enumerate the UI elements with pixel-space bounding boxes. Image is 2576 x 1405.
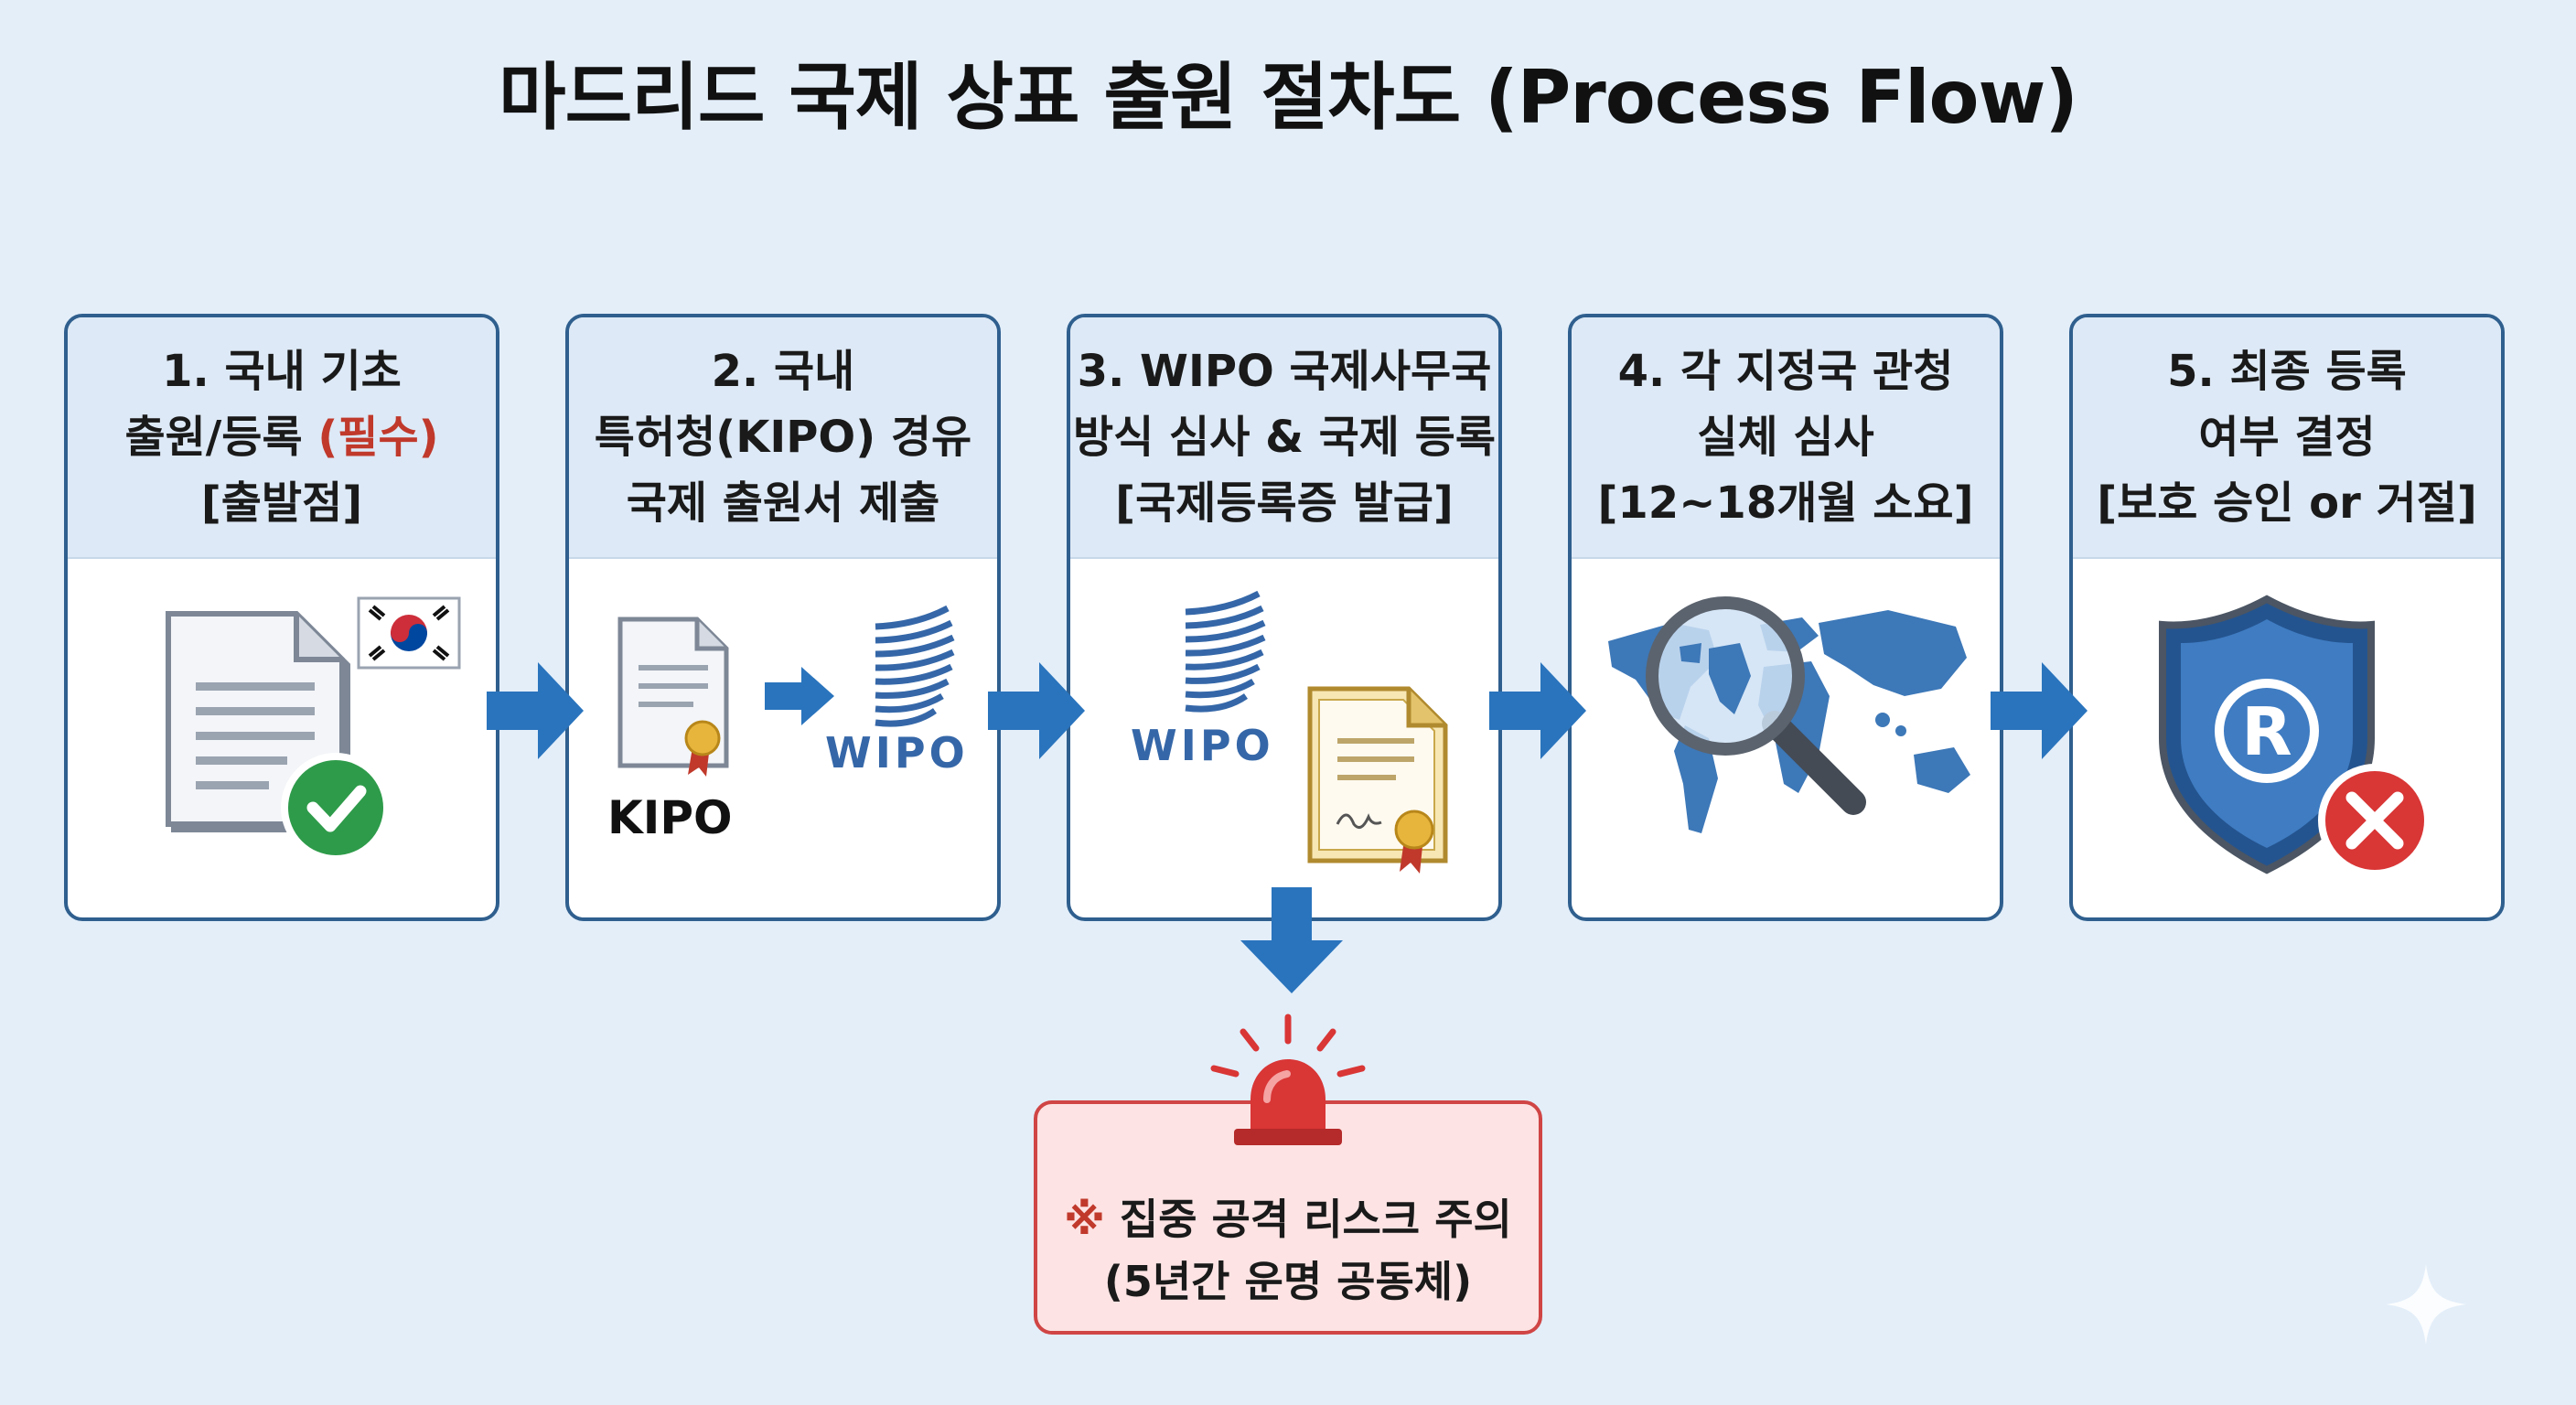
shield-registered-icon: R	[2159, 595, 2375, 874]
flow-arrow-3	[1489, 662, 1586, 759]
korea-flag-icon	[357, 596, 461, 670]
siren-icon	[1210, 1014, 1366, 1145]
wipo-logo-text: WIPO	[1131, 721, 1274, 770]
step-4-line-2: 실체 심사	[1697, 412, 1874, 463]
step-1-line-2: 출원/등록	[124, 412, 318, 463]
step-2-illustration: KIPO WIPO	[569, 559, 997, 917]
step-5-illustration: R	[2073, 559, 2501, 917]
sparkle-icon	[2386, 1264, 2466, 1345]
check-badge-icon	[281, 753, 391, 863]
kipo-logo: KIPO	[607, 791, 733, 844]
magnifier-icon	[1646, 596, 1866, 815]
alert-line-1-text: 집중 공격 리스크 주의	[1119, 1195, 1512, 1244]
step-3-illustration: WIPO	[1070, 559, 1498, 917]
flow-arrow-1	[487, 662, 584, 759]
step-4-card: 4. 각 지정국 관청 실체 심사 [12~18개월 소요]	[1568, 314, 2003, 921]
alert-line-1: ※ 집중 공격 리스크 주의	[1064, 1188, 1512, 1250]
step-4-line-1: 4. 각 지정국 관청	[1617, 346, 1954, 397]
wipo-logo-icon	[875, 605, 955, 727]
certificate-icon	[1307, 686, 1448, 874]
required-label: (필수)	[317, 412, 439, 463]
step-5-line-2: 여부 결정	[2198, 412, 2376, 463]
flow-arrow-2	[988, 662, 1085, 759]
wipo-logo-icon	[1185, 590, 1266, 713]
step-5-header: 5. 최종 등록 여부 결정 [보호 승인 or 거절]	[2073, 317, 2501, 559]
step-2-line-1: 2. 국내	[711, 346, 855, 397]
step-3-line-1: 3. WIPO 국제사무국	[1077, 346, 1492, 397]
step-3-card: 3. WIPO 국제사무국 방식 심사 & 국제 등록 [국제등록증 발급] W…	[1067, 314, 1502, 921]
step-1-line-2-wrap: 출원/등록 (필수)	[124, 404, 438, 470]
reference-mark: ※	[1064, 1195, 1105, 1244]
step-3-header: 3. WIPO 국제사무국 방식 심사 & 국제 등록 [국제등록증 발급]	[1070, 317, 1498, 559]
step-4-illustration	[1572, 559, 2000, 917]
step-1-card: 1. 국내 기초 출원/등록 (필수) [출발점]	[64, 314, 499, 921]
step-2-line-2: 특허청(KIPO) 경유	[594, 412, 972, 463]
step-5-line-1: 5. 최종 등록	[2167, 346, 2407, 397]
step-3-line-2: 방식 심사 & 국제 등록	[1073, 412, 1496, 463]
step-5-line-3: [보호 승인 or 거절]	[2097, 477, 2477, 529]
svg-text:R: R	[2241, 693, 2292, 770]
flow-arrow-down	[1240, 887, 1343, 993]
step-1-illustration	[68, 559, 496, 917]
step-5-card: 5. 최종 등록 여부 결정 [보호 승인 or 거절] R	[2069, 314, 2505, 921]
step-2-card: 2. 국내 특허청(KIPO) 경유 국제 출원서 제출 KIPO	[565, 314, 1001, 921]
arrow-right-icon	[765, 667, 834, 725]
step-3-line-3: [국제등록증 발급]	[1115, 477, 1454, 529]
wipo-logo-text: WIPO	[825, 728, 969, 778]
step-2-line-3: 국제 출원서 제출	[626, 477, 940, 529]
step-1-header: 1. 국내 기초 출원/등록 (필수) [출발점]	[68, 317, 496, 559]
step-1-line-1: 1. 국내 기초	[162, 346, 402, 397]
flow-arrow-4	[1991, 662, 2088, 759]
step-4-line-3: [12~18개월 소요]	[1597, 477, 1974, 529]
step-1-line-3: [출발점]	[200, 477, 363, 529]
certificate-icon	[617, 617, 729, 777]
step-4-header: 4. 각 지정국 관청 실체 심사 [12~18개월 소요]	[1572, 317, 2000, 559]
reject-badge-icon	[2318, 764, 2431, 877]
alert-line-2: (5년간 운명 공동체)	[1103, 1257, 1473, 1306]
page-title: 마드리드 국제 상표 출원 절차도 (Process Flow)	[499, 55, 2078, 140]
step-2-header: 2. 국내 특허청(KIPO) 경유 국제 출원서 제출	[569, 317, 997, 559]
